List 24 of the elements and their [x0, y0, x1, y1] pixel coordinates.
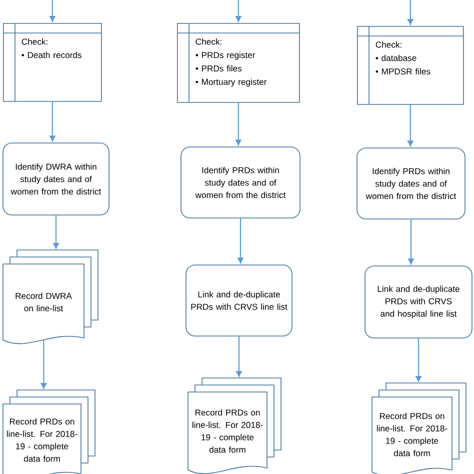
document-stack: Record PRDs on line-list. For 2018-19 - complete data form	[2, 390, 96, 474]
arrow	[235, 102, 242, 146]
process-box: Identify DWRA within study dates and of women from the district	[2, 142, 110, 216]
arrow	[53, 215, 59, 249]
arrow	[40, 340, 47, 389]
arrow	[236, 336, 242, 377]
process-box: Link and de-duplicate PRDs with CRVS line list	[186, 264, 292, 336]
process-box: Link and de-duplicate PRDs with CRVS and hospital line list	[364, 266, 472, 338]
arrow	[407, 104, 414, 146]
arrow	[235, 0, 242, 22]
arrow	[49, 0, 56, 22]
check-box: Check: • Death records	[2, 22, 102, 102]
arrow	[416, 338, 422, 382]
check-box: Check: • database • MPDSR files	[356, 26, 464, 105]
check-box: Check: • PRDs register • PRDs files • Mortuary register	[176, 22, 300, 103]
document-stack: Record PRDs on line-list. For 2018-19 - complete data form	[372, 382, 466, 474]
document-stack: Record DWRA on line-list	[2, 250, 98, 344]
arrow	[238, 218, 244, 264]
arrow	[49, 102, 56, 142]
document-stack: Record PRDs on line-list. For 2018-19 - complete data form	[188, 378, 282, 474]
process-box: Identify PRDs within study dates and of women from the district	[180, 146, 300, 218]
arrow	[408, 219, 414, 264]
arrow	[407, 0, 414, 25]
process-box: Identify PRDs within study dates and of women from the district	[356, 148, 466, 220]
